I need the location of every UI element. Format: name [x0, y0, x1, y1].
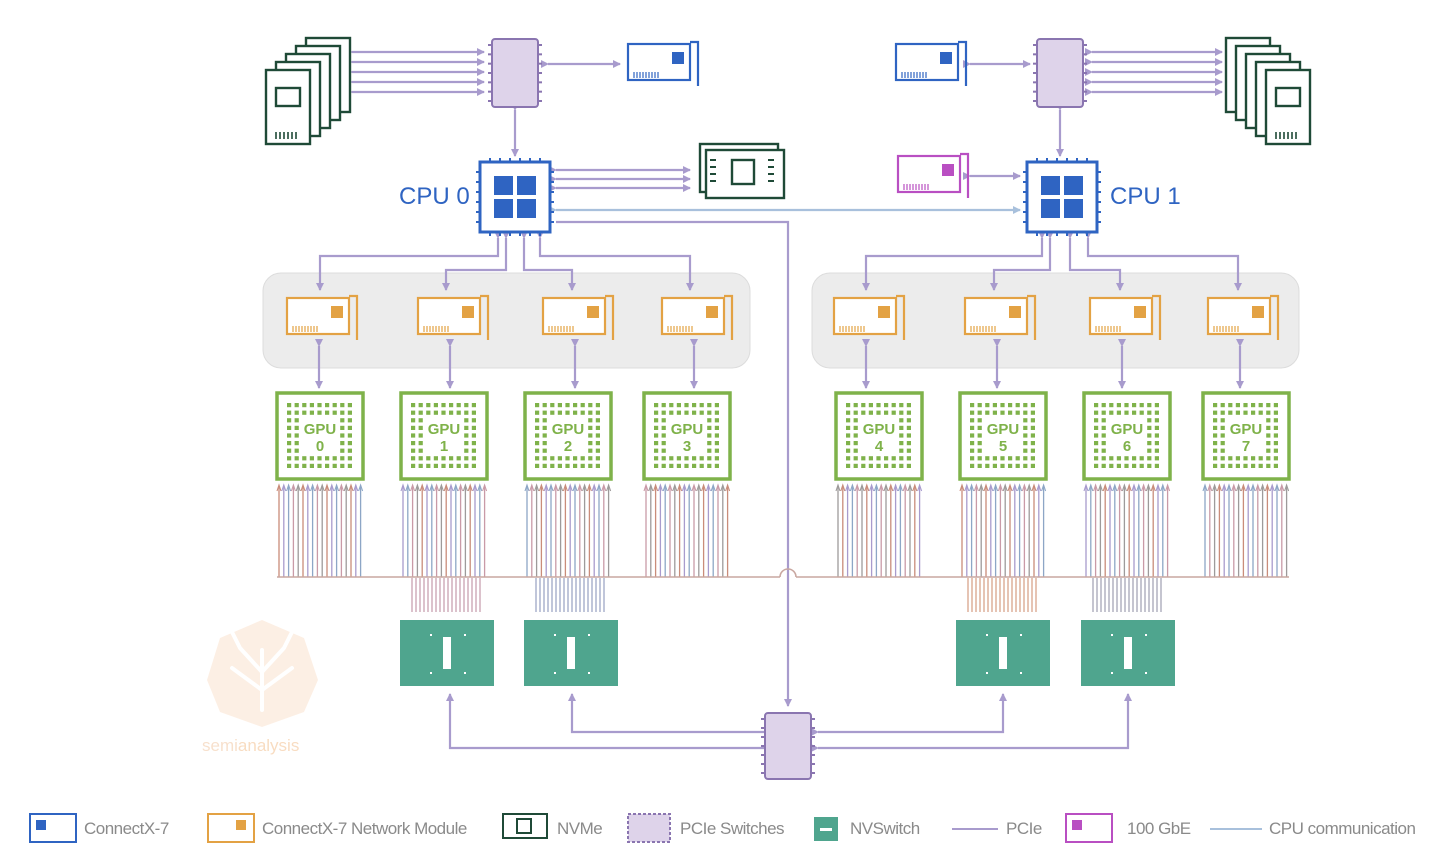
legend-icon-connectx7	[29, 813, 77, 843]
cpu1-module5-link	[990, 231, 1054, 291]
gpu-6-number: 6	[1123, 438, 1131, 455]
connectx7-card-right	[894, 40, 968, 86]
gpu-7-number: 7	[1242, 438, 1250, 455]
pcie-switch-nvswitch3-link	[811, 693, 1132, 752]
legend-icon-connectx7-module	[207, 813, 255, 843]
connectx7-module-2	[541, 294, 615, 340]
gpu-2-word: GPU	[552, 421, 585, 438]
legend-connectx7: ConnectX-7	[84, 819, 169, 838]
pcie-switch-bottom	[761, 712, 815, 780]
connectx7-module-5	[963, 294, 1037, 340]
pcie-switch-nvswitch2-link	[811, 693, 1007, 736]
gpu-6-word: GPU	[1111, 421, 1144, 438]
nvswitch-2	[956, 620, 1050, 686]
connectx7-module-7	[1206, 294, 1280, 340]
legend-icon-nvme	[502, 813, 548, 839]
gpu-0-number: 0	[316, 438, 324, 455]
connection-lines	[315, 48, 1244, 752]
pcie-switch-nvswitch1-link	[568, 693, 779, 736]
cpu-1-label: CPU 1	[1110, 183, 1181, 210]
legend-cpu-communication: CPU communication	[1269, 819, 1415, 838]
svg-text:semianalysis: semianalysis	[202, 736, 299, 755]
gpu-7	[1201, 391, 1291, 481]
gpu-5	[958, 391, 1048, 481]
connectx7-card-left	[626, 40, 700, 86]
gpu-4-number: 4	[875, 438, 884, 455]
semianalysis-logo: semianalysis	[202, 620, 318, 755]
cpu0-module3-link	[536, 231, 694, 291]
legend: ConnectX-7 ConnectX-7 Network Module NVM…	[29, 813, 1416, 843]
gpu-2-number: 2	[564, 438, 572, 455]
cpu0-module1-link	[442, 231, 510, 291]
nvswitch-0	[400, 620, 494, 686]
cpu0-to-pcie-switch-link	[556, 220, 792, 707]
nvme-stack-left	[264, 36, 352, 146]
gpu-0	[275, 391, 365, 481]
gpu-4-word: GPU	[863, 421, 896, 438]
nvswitch-3	[1081, 620, 1175, 686]
pcie-switch-top-left	[488, 38, 542, 108]
cpu-1	[1023, 158, 1101, 236]
gpu-1-word: GPU	[428, 421, 461, 438]
legend-icon-pcie-switch	[627, 813, 671, 843]
gpu-6	[1082, 391, 1172, 481]
legend-connectx7-module: ConnectX-7 Network Module	[262, 819, 467, 838]
legend-nvswitch: NVSwitch	[850, 819, 920, 838]
connectx7-module-1	[416, 294, 490, 340]
pcie-switch-top-right	[1033, 38, 1087, 108]
connectx7-module-0	[285, 294, 359, 340]
gpu-2	[523, 391, 613, 481]
watermark-suffix: analysis	[238, 736, 299, 755]
cpu-0	[476, 158, 554, 236]
components	[264, 36, 1312, 780]
gpu-3-word: GPU	[671, 421, 704, 438]
nvme-stack-right	[1224, 36, 1312, 146]
gpu-3-number: 3	[683, 438, 691, 455]
gpu-5-number: 5	[999, 438, 1007, 455]
gpu-0-word: GPU	[304, 421, 337, 438]
connectx7-module-3	[660, 294, 734, 340]
nvswitch-1	[524, 620, 618, 686]
connectx7-module-6	[1088, 294, 1162, 340]
gpu-1-number: 1	[440, 438, 448, 455]
gpu-1	[399, 391, 489, 481]
nvlink-bus-crossing	[779, 568, 797, 578]
watermark-prefix: semi	[202, 736, 238, 755]
cpu1-module7-link	[1084, 231, 1242, 291]
gpu-3	[642, 391, 732, 481]
legend-pcie: PCIe	[1006, 819, 1042, 838]
nvlink-wires	[276, 483, 1290, 612]
legend-100gbe: 100 GbE	[1127, 819, 1191, 838]
connectx7-module-4	[832, 294, 906, 340]
cpu-0-label: CPU 0	[399, 183, 470, 210]
legend-icon-nvswitch	[814, 817, 838, 841]
legend-nvme: NVMe	[557, 819, 602, 838]
nvme-drive-center	[698, 142, 786, 200]
gpu-7-word: GPU	[1230, 421, 1263, 438]
module-panel-right	[811, 272, 1300, 369]
legend-pcie-switches: PCIe Switches	[680, 819, 784, 838]
pcie-switch-nvswitch0-link	[446, 693, 779, 752]
100gbe-card	[896, 152, 970, 198]
gpu-5-word: GPU	[987, 421, 1020, 438]
legend-icon-100gbe	[1065, 813, 1113, 843]
gpu-4	[834, 391, 924, 481]
